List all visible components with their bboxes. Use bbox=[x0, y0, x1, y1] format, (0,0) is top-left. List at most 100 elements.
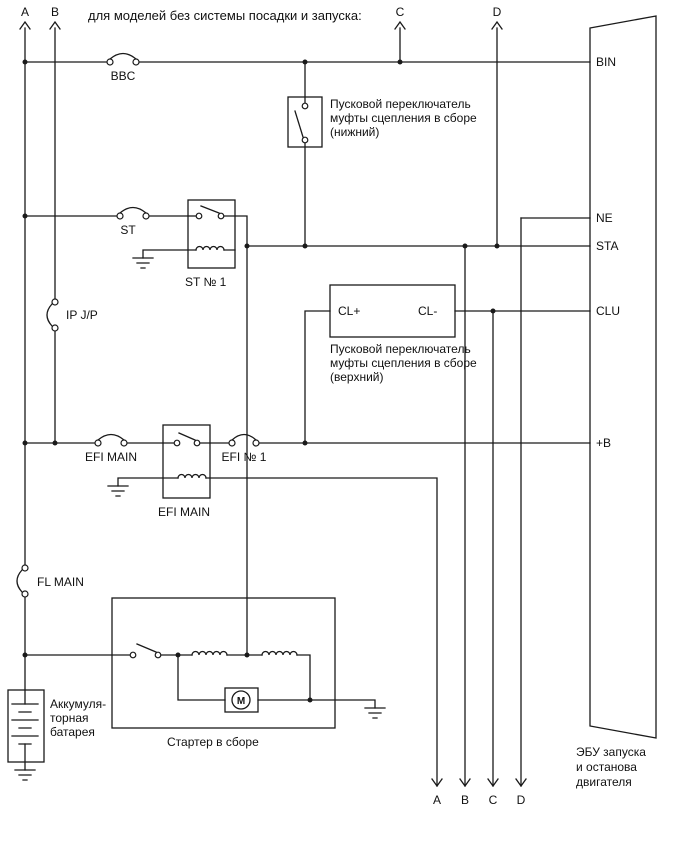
battery-box bbox=[7, 689, 45, 763]
efi-relay-contact-left bbox=[173, 439, 181, 447]
starter-label: Стартер в сборе bbox=[167, 735, 259, 749]
page-title: для моделей без системы посадки и запуск… bbox=[88, 8, 362, 23]
st-relay-box bbox=[187, 199, 236, 269]
efi-relay-label: EFI MAIN bbox=[158, 505, 210, 519]
ecu-pin-clu: CLU bbox=[596, 304, 620, 318]
fuse-bbc-terminal-right bbox=[132, 58, 140, 66]
fuse-efi-main-label: EFI MAIN bbox=[85, 450, 137, 464]
ecu-pin-plusb: +B bbox=[596, 436, 611, 450]
fuse-ip-jp-terminal-bottom bbox=[51, 324, 59, 332]
st-relay-label: ST № 1 bbox=[185, 275, 227, 289]
fuse-efi-no1-arc bbox=[231, 433, 257, 441]
top-connector-b-icon bbox=[49, 20, 61, 30]
clutch-lower-contact-top bbox=[301, 102, 309, 110]
fuse-fl-main-label: FL MAIN bbox=[37, 575, 84, 589]
bottom-connector-b-icon bbox=[459, 778, 471, 788]
fuse-ip-jp-terminal-top bbox=[51, 298, 59, 306]
clutch-lower-caption-line3: (нижний) bbox=[330, 125, 379, 139]
ecu-caption-line1: ЭБУ запуска bbox=[576, 745, 646, 759]
ground-battery bbox=[14, 769, 36, 781]
top-connector-c-label: C bbox=[396, 5, 405, 19]
battery-caption-line3: батарея bbox=[50, 725, 95, 739]
fuse-efi-main-terminal-left bbox=[94, 439, 102, 447]
clutch-upper-cl-plus-label: CL+ bbox=[338, 304, 360, 318]
clutch-upper-caption-line2: муфты сцепления в сборе bbox=[330, 356, 477, 370]
ground-st-relay bbox=[132, 257, 154, 269]
bottom-connector-d-icon bbox=[515, 778, 527, 788]
motor-circle bbox=[231, 690, 251, 710]
coil-efi-relay bbox=[177, 473, 207, 479]
clutch-lower-caption-line2: муфты сцепления в сборе bbox=[330, 111, 477, 125]
bottom-connector-a-label: A bbox=[433, 793, 441, 807]
wire-starter-ground bbox=[309, 699, 376, 709]
fuse-efi-no1-terminal-left bbox=[228, 439, 236, 447]
st-relay-contact-left bbox=[195, 212, 203, 220]
ecu-pin-ne: NE bbox=[596, 211, 613, 225]
fuse-efi-no1-terminal-right bbox=[252, 439, 260, 447]
blade-efi-relay bbox=[178, 432, 196, 441]
wire-st-coil-ground bbox=[142, 249, 236, 259]
fuse-fl-main-terminal-bottom bbox=[21, 590, 29, 598]
bottom-connector-c-label: C bbox=[489, 793, 498, 807]
clutch-upper-caption-line3: (верхний) bbox=[330, 370, 383, 384]
battery-caption-line2: торная bbox=[50, 711, 89, 725]
bottom-connector-d-label: D bbox=[517, 793, 526, 807]
wire-st-relay-out-to-starter bbox=[223, 215, 248, 656]
ecu-pin-sta: STA bbox=[596, 239, 618, 253]
bottom-connector-b-label: B bbox=[461, 793, 469, 807]
battery-plates bbox=[11, 703, 39, 745]
ecu-pin-bin: BIN bbox=[596, 55, 616, 69]
clutch-lower-contact-bottom bbox=[301, 136, 309, 144]
clutch-lower-switch-box bbox=[287, 96, 323, 148]
top-connector-a-label: A bbox=[21, 5, 29, 19]
clutch-upper-cl-minus-label: CL- bbox=[418, 304, 437, 318]
bottom-connector-a-icon bbox=[431, 778, 443, 788]
fuse-bbc-terminal-left bbox=[106, 58, 114, 66]
fuse-efi-no1-label: EFI № 1 bbox=[222, 450, 267, 464]
efi-relay-contact-right bbox=[193, 439, 201, 447]
wire-motor-left bbox=[177, 654, 226, 701]
fuse-efi-main-arc bbox=[97, 433, 125, 441]
efi-relay-box bbox=[162, 424, 211, 499]
fuse-efi-main-terminal-right bbox=[120, 439, 128, 447]
top-connector-a-icon bbox=[19, 20, 31, 30]
bottom-connector-c-icon bbox=[487, 778, 499, 788]
battery-caption-line1: Аккумуля- bbox=[50, 697, 106, 711]
ecu-caption-line3: двигателя bbox=[576, 775, 632, 789]
top-connector-d-label: D bbox=[493, 5, 502, 19]
starter-switch-contact-left bbox=[129, 651, 137, 659]
labels: для моделей без системы посадки и запуск… bbox=[21, 5, 646, 807]
motor-letter: M bbox=[237, 696, 245, 707]
blade-st-relay bbox=[200, 205, 220, 214]
blade-starter-switch bbox=[136, 643, 157, 653]
fuse-bbc-arc bbox=[109, 52, 137, 60]
wire-efi-coil-ground bbox=[117, 477, 179, 487]
top-connector-b-label: B bbox=[51, 5, 59, 19]
fuse-ip-jp-label: IP J/P bbox=[66, 308, 98, 322]
ecu-caption-line2: и останова bbox=[576, 760, 637, 774]
connector-arrows bbox=[19, 20, 527, 788]
ground-efi-relay bbox=[107, 485, 129, 497]
fuse-fl-main-terminal-top bbox=[21, 564, 29, 572]
starter-box bbox=[111, 597, 336, 729]
clutch-upper-caption-line1: Пусковой переключатель bbox=[330, 342, 471, 356]
ecu-box bbox=[589, 15, 657, 739]
top-connector-d-icon bbox=[491, 20, 503, 30]
fuse-st-terminal-left bbox=[116, 212, 124, 220]
blade-clutch-lower bbox=[294, 110, 304, 138]
ground-starter bbox=[364, 707, 386, 719]
fuse-st-arc bbox=[119, 206, 147, 214]
fuse-st-label: ST bbox=[120, 223, 136, 237]
coil-pullin bbox=[191, 650, 228, 656]
fuse-st-terminal-right bbox=[142, 212, 150, 220]
fuse-bbc-label: BBC bbox=[111, 69, 136, 83]
clutch-upper-switch-box bbox=[329, 284, 456, 338]
st-relay-contact-right bbox=[217, 212, 225, 220]
fuse-ip-jp-arc bbox=[46, 303, 53, 327]
junctions bbox=[22, 59, 500, 703]
top-connector-c-icon bbox=[394, 20, 406, 30]
wire-cl-plus-lead bbox=[304, 310, 331, 444]
coil-st-relay bbox=[195, 245, 225, 251]
